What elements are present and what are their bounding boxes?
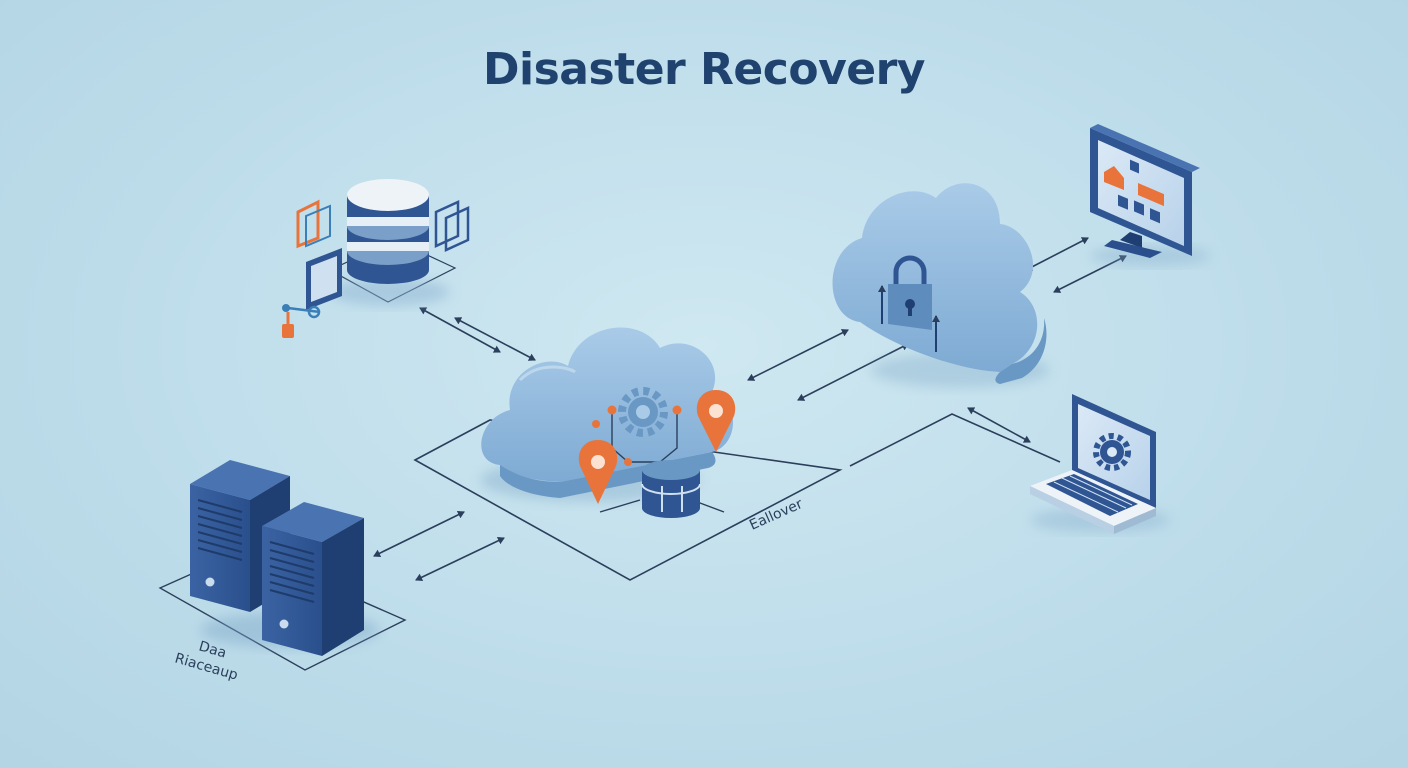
gear-icon [1093, 433, 1131, 471]
central-cloud-group: Eallover [480, 327, 805, 534]
document-icon [434, 200, 470, 252]
backup-servers-group: Daa Riaceaup [173, 460, 380, 684]
database-icon [347, 179, 429, 284]
key-icon [282, 304, 321, 338]
arrow-laptop-1 [967, 407, 1031, 443]
arrow-servers-to-cloud-1 [373, 511, 465, 557]
monitor-icon [1090, 124, 1210, 266]
database-icon [641, 460, 701, 518]
gear-icon [618, 387, 668, 437]
arrow-db-to-cloud-1 [419, 307, 501, 353]
laptop-icon [1030, 394, 1170, 534]
arrow-cloud-to-cloud-1 [747, 329, 849, 381]
diagram-title: Disaster Recovery [482, 44, 926, 95]
secure-cloud-group [832, 183, 1050, 388]
server-icon [262, 502, 364, 656]
location-pin-icon [696, 390, 736, 452]
arrow-servers-to-cloud-2 [415, 536, 505, 582]
document-icon [296, 199, 331, 249]
upload-arrows [878, 285, 940, 352]
document-icon [306, 248, 342, 310]
arrow-cloud-to-cloud-2 [797, 343, 909, 401]
backup-label-line1: Daa [197, 638, 228, 661]
central-platform-outline [413, 419, 843, 581]
location-pin-icon [578, 440, 618, 504]
arrow-cloud-to-monitor-1 [1025, 237, 1089, 271]
failover-path [849, 413, 1061, 467]
network-nodes [592, 405, 682, 466]
failover-label: Eallover [747, 496, 805, 534]
lock-icon [888, 255, 932, 330]
arrow-db-to-cloud-2 [454, 317, 536, 361]
cloud-icon [832, 183, 1047, 384]
database-group [282, 179, 470, 338]
